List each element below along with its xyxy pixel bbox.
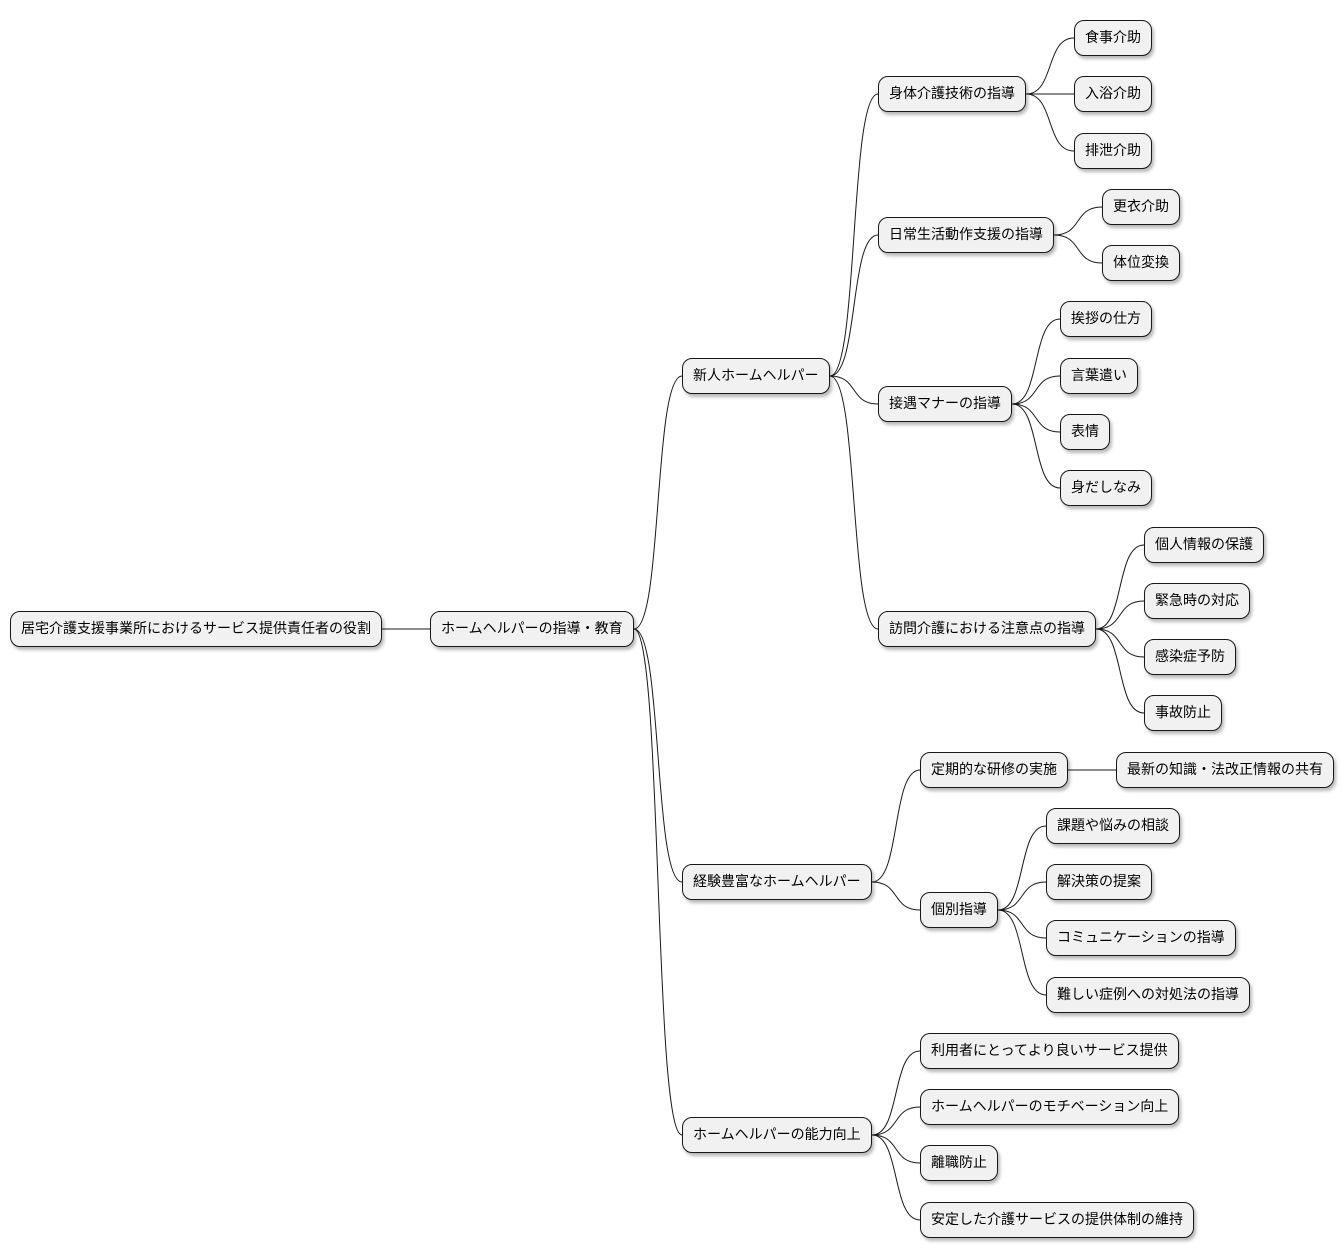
connector-line — [1053, 234, 1103, 264]
connector-line — [1025, 37, 1075, 95]
node-turnover-prevention: 離職防止 — [920, 1145, 998, 1181]
connector-line — [1053, 206, 1103, 236]
connector-line — [1095, 544, 1145, 630]
leaf-solution-proposal: 解決策の提案 — [1046, 864, 1152, 900]
connector-line — [997, 909, 1047, 939]
connector-line — [1011, 318, 1061, 405]
mindmap-root-node: 居宅介護支援事業所におけるサービス提供責任者の役割 — [10, 611, 382, 647]
connector-line — [633, 375, 683, 630]
connector-line — [871, 1134, 921, 1221]
leaf-privacy-protection: 個人情報の保護 — [1144, 527, 1264, 563]
node-regular-training: 定期的な研修の実施 — [920, 752, 1068, 788]
connector-line — [1095, 600, 1145, 630]
leaf-emergency-response: 緊急時の対応 — [1144, 583, 1250, 619]
connector-line — [1095, 628, 1145, 658]
leaf-toileting-assistance: 排泄介助 — [1074, 133, 1152, 169]
node-new-helper: 新人ホームヘルパー — [682, 358, 830, 394]
connector-line — [871, 769, 921, 883]
leaf-wording: 言葉遣い — [1060, 358, 1138, 394]
node-better-service: 利用者にとってより良いサービス提供 — [920, 1033, 1179, 1069]
leaf-share-latest-knowledge: 最新の知識・法改正情報の共有 — [1116, 752, 1334, 788]
leaf-communication-guidance: コミュニケーションの指導 — [1046, 920, 1236, 956]
connector-line — [1011, 403, 1061, 433]
node-adl-support-guidance: 日常生活動作支援の指導 — [878, 217, 1054, 253]
node-physical-care-guidance: 身体介護技術の指導 — [878, 76, 1026, 112]
node-home-visit-cautions-guidance: 訪問介護における注意点の指導 — [878, 611, 1096, 647]
connector-line — [997, 881, 1047, 911]
connector-line — [829, 375, 879, 630]
leaf-grooming: 身だしなみ — [1060, 470, 1152, 506]
node-helper-ability-improvement: ホームヘルパーの能力向上 — [682, 1117, 872, 1153]
connector-line — [1011, 375, 1061, 405]
leaf-difficult-cases-guidance: 難しい症例への対処法の指導 — [1046, 977, 1250, 1013]
leaf-accident-prevention: 事故防止 — [1144, 695, 1222, 731]
leaf-infection-prevention: 感染症予防 — [1144, 639, 1236, 675]
node-individual-guidance: 個別指導 — [920, 892, 998, 928]
connector-line — [829, 234, 879, 377]
node-motivation-improvement: ホームヘルパーのモチベーション向上 — [920, 1089, 1180, 1125]
node-experienced-helper: 経験豊富なホームヘルパー — [682, 864, 872, 900]
leaf-greeting-method: 挨拶の仕方 — [1060, 301, 1152, 337]
node-stable-service-system: 安定した介護サービスの提供体制の維持 — [920, 1202, 1194, 1238]
connector-line — [829, 375, 879, 405]
connector-line — [1095, 628, 1145, 714]
connector-line — [633, 628, 683, 883]
leaf-issue-consultation: 課題や悩みの相談 — [1046, 808, 1180, 844]
connector-line — [871, 1106, 921, 1136]
leaf-dressing-assistance: 更衣介助 — [1102, 189, 1180, 225]
leaf-position-change: 体位変換 — [1102, 245, 1180, 281]
connector-line — [997, 909, 1047, 996]
connector-line — [871, 1050, 921, 1136]
connector-line — [1025, 93, 1075, 152]
connector-line — [871, 1134, 921, 1164]
connector-line — [871, 881, 921, 911]
connector-line — [1011, 403, 1061, 489]
connector-line — [829, 93, 879, 377]
leaf-bathing-assistance: 入浴介助 — [1074, 76, 1152, 112]
connector-line — [633, 628, 683, 1136]
connector-line — [997, 825, 1047, 911]
leaf-meal-assistance: 食事介助 — [1074, 20, 1152, 56]
node-manners-guidance: 接遇マナーの指導 — [878, 386, 1012, 422]
node-helper-guidance-education: ホームヘルパーの指導・教育 — [430, 611, 634, 647]
leaf-facial-expression: 表情 — [1060, 414, 1110, 450]
